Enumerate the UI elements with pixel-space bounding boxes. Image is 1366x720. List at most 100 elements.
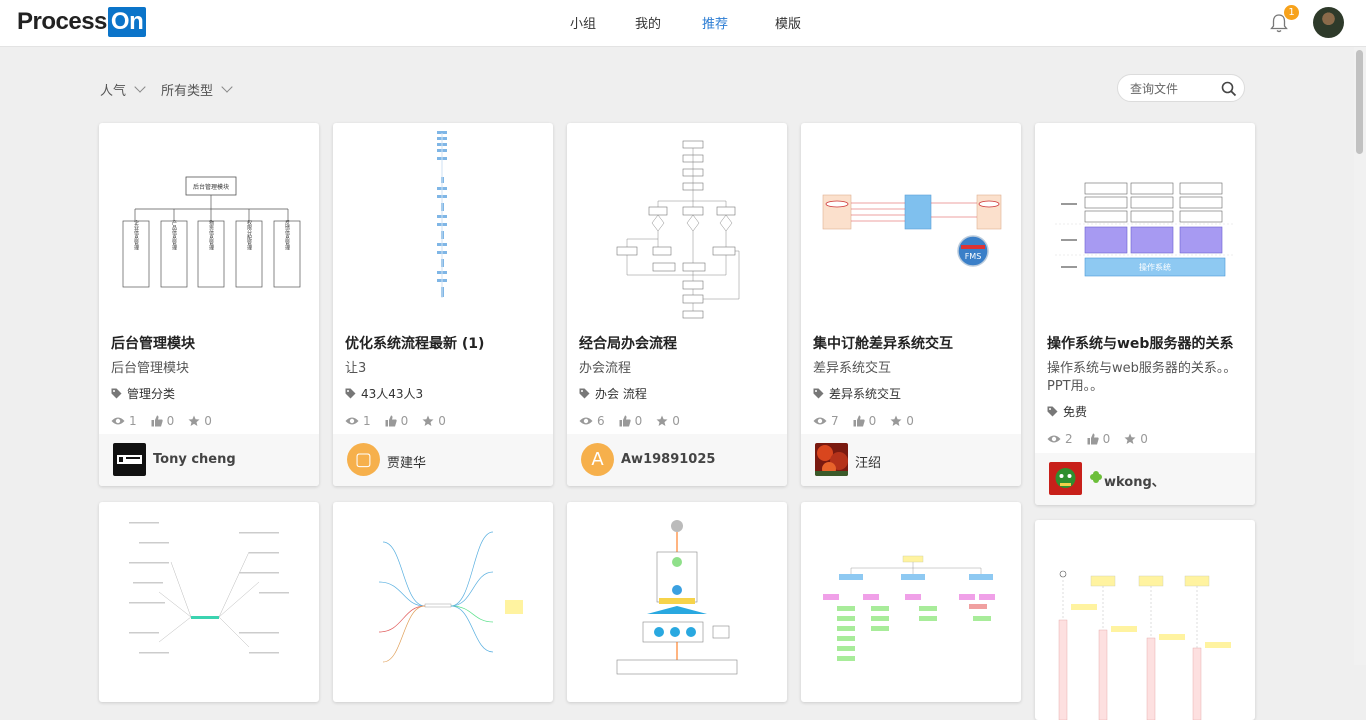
chevron-down-icon bbox=[134, 81, 146, 93]
author-name[interactable]: wkong、 bbox=[1104, 475, 1165, 490]
like-count: 0 bbox=[166, 414, 175, 428]
search-box bbox=[1117, 74, 1245, 102]
diagram-card[interactable]: 经合局办会流程 办会流程 办会 流程 6 0 0 A Aw19891025 bbox=[567, 123, 787, 486]
card-footer: 汪绍 bbox=[801, 434, 1021, 486]
diagram-thumbnail bbox=[129, 522, 289, 654]
like-count: 0 bbox=[1102, 432, 1111, 446]
thumbs-up-icon[interactable] bbox=[151, 415, 163, 427]
like-count: 0 bbox=[634, 414, 643, 428]
type-filter[interactable]: 所有类型 bbox=[161, 80, 233, 99]
card-title[interactable]: 经合局办会流程 bbox=[579, 336, 677, 352]
star-icon[interactable] bbox=[188, 415, 200, 427]
nav-item-templates[interactable]: 模版 bbox=[775, 17, 802, 32]
star-count: 0 bbox=[1140, 432, 1148, 446]
nav-item-mine[interactable]: 我的 bbox=[635, 17, 662, 32]
thumb-fms-badge: FMS bbox=[965, 252, 982, 261]
eye-icon bbox=[345, 417, 359, 425]
eye-icon bbox=[111, 417, 125, 425]
card-tag[interactable]: 办会 流程 bbox=[579, 385, 647, 402]
card-tag-label: 办会 流程 bbox=[595, 387, 647, 401]
tag-icon bbox=[813, 388, 824, 399]
logo-text-process: Process bbox=[17, 8, 107, 35]
author-avatar[interactable] bbox=[815, 443, 848, 476]
thumbs-up-icon[interactable] bbox=[853, 415, 865, 427]
eye-icon bbox=[579, 417, 593, 425]
card-title[interactable]: 操作系统与web服务器的关系 bbox=[1047, 336, 1234, 352]
diagram-card[interactable]: 优化系统流程最新 (1) 让3 43人43人3 1 0 0 ▢ 贾建华 bbox=[333, 123, 553, 486]
card-tag-label: 差异系统交互 bbox=[829, 387, 902, 401]
diagram-thumbnail bbox=[616, 520, 738, 675]
view-count: 6 bbox=[597, 414, 605, 428]
diagram-thumbnail bbox=[823, 555, 995, 661]
star-icon[interactable] bbox=[1124, 433, 1136, 445]
chevron-down-icon bbox=[221, 81, 233, 93]
thumbs-up-icon[interactable] bbox=[619, 415, 631, 427]
author-avatar[interactable] bbox=[1049, 462, 1082, 495]
card-stats: 1 0 0 bbox=[345, 414, 460, 428]
card-title[interactable]: 优化系统流程最新 (1) bbox=[345, 336, 485, 352]
author-name[interactable]: Aw19891025 bbox=[621, 452, 716, 467]
diagram-card[interactable]: FMS 集中订舱差异系统交互 差异系统交互 差异系统交互 7 0 0 汪绍 bbox=[801, 123, 1021, 486]
search-input[interactable] bbox=[1128, 80, 1217, 98]
thumb-os-label: 操作系统 bbox=[1139, 262, 1171, 272]
eye-icon bbox=[1047, 435, 1061, 443]
card-title[interactable]: 集中订舱差异系统交互 bbox=[813, 336, 953, 352]
clover-icon bbox=[1090, 471, 1102, 483]
card-description: 后台管理模块 bbox=[111, 361, 190, 376]
author-name[interactable]: 汪绍 bbox=[855, 456, 882, 471]
card-description: 差异系统交互 bbox=[813, 361, 892, 376]
nav-item-groups[interactable]: 小组 bbox=[570, 17, 597, 32]
diagram-card[interactable]: 操作系统 操作系统与web服务器的关系 操作系统与web服务器的关系。。PPT用… bbox=[1035, 123, 1255, 505]
author-name[interactable]: Tony cheng bbox=[153, 452, 236, 467]
bell-icon[interactable] bbox=[1268, 12, 1290, 34]
card-description: 办会流程 bbox=[579, 361, 632, 376]
view-count: 7 bbox=[831, 414, 839, 428]
like-count: 0 bbox=[868, 414, 877, 428]
thumbs-up-icon[interactable] bbox=[1087, 433, 1099, 445]
star-icon[interactable] bbox=[656, 415, 668, 427]
diagram-card[interactable] bbox=[1035, 520, 1255, 720]
view-count: 2 bbox=[1065, 432, 1073, 446]
scrollbar-thumb[interactable] bbox=[1356, 50, 1363, 154]
sort-filter[interactable]: 人气 bbox=[100, 80, 146, 99]
star-count: 0 bbox=[906, 414, 914, 428]
diagram-thumbnail: 操作系统 bbox=[1055, 182, 1235, 277]
diagram-thumbnail bbox=[378, 531, 523, 663]
page-scrollbar[interactable] bbox=[1354, 47, 1366, 665]
search-icon[interactable] bbox=[1221, 81, 1237, 97]
view-count: 1 bbox=[363, 414, 371, 428]
user-avatar[interactable] bbox=[1313, 7, 1344, 38]
card-title[interactable]: 后台管理模块 bbox=[111, 336, 195, 352]
card-tag[interactable]: 管理分类 bbox=[111, 385, 175, 402]
star-icon[interactable] bbox=[422, 415, 434, 427]
card-footer: A Aw19891025 bbox=[567, 434, 787, 486]
author-avatar[interactable]: A bbox=[581, 443, 614, 476]
card-tag[interactable]: 差异系统交互 bbox=[813, 385, 901, 402]
author-avatar[interactable]: ▢ bbox=[347, 443, 380, 476]
card-stats: 7 0 0 bbox=[813, 414, 928, 428]
thumbs-up-icon[interactable] bbox=[385, 415, 397, 427]
card-stats: 6 0 0 bbox=[579, 414, 694, 428]
diagram-card[interactable] bbox=[333, 502, 553, 702]
diagram-card[interactable] bbox=[567, 502, 787, 702]
card-tag[interactable]: 免费 bbox=[1047, 403, 1087, 420]
thumb-child-label: 反馈信息管理 bbox=[284, 219, 290, 250]
diagram-thumbnail bbox=[1058, 570, 1231, 720]
card-tag[interactable]: 43人43人3 bbox=[345, 385, 423, 402]
card-footer: wkong、 bbox=[1035, 453, 1255, 505]
nav-item-recommended[interactable]: 推荐 bbox=[702, 17, 729, 32]
tag-icon bbox=[579, 388, 590, 399]
star-count: 0 bbox=[204, 414, 212, 428]
diagram-card[interactable]: 后台管理模块 企业信息管理 产品信息管理 物资信息管理 权限分配管理 反馈信息管… bbox=[99, 123, 319, 486]
author-avatar[interactable] bbox=[113, 443, 146, 476]
author-name[interactable]: 贾建华 bbox=[387, 456, 427, 471]
diagram-card[interactable] bbox=[801, 502, 1021, 702]
card-footer: Tony cheng bbox=[99, 434, 319, 486]
star-count: 0 bbox=[672, 414, 680, 428]
diagram-card[interactable] bbox=[99, 502, 319, 702]
thumb-child-label: 企业信息管理 bbox=[133, 219, 139, 250]
card-tag-label: 43人43人3 bbox=[361, 387, 424, 401]
star-icon[interactable] bbox=[890, 415, 902, 427]
